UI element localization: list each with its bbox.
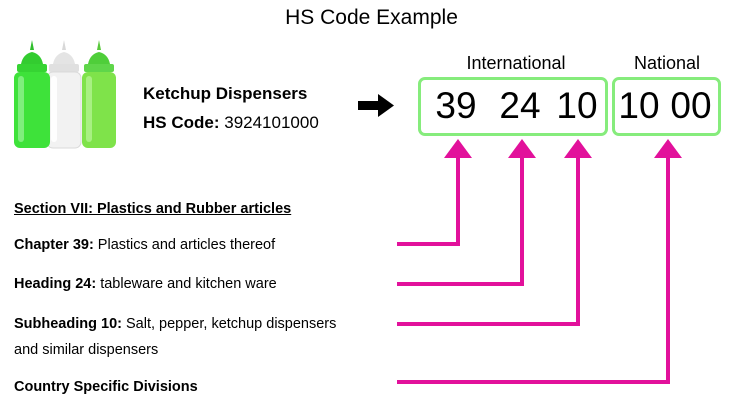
- arrowhead-chapter: [444, 139, 472, 158]
- code-subheading-digits: 10: [556, 85, 598, 126]
- connector-heading: [397, 156, 524, 286]
- chapter-text: Plastics and articles thereof: [93, 237, 276, 253]
- hs-code-label: HS Code:: [143, 113, 220, 132]
- code-heading-digits: 24: [499, 85, 541, 126]
- product-name: Ketchup Dispensers: [143, 84, 308, 103]
- subheading-description-continued: and similar dispensers: [14, 342, 159, 358]
- heading-text: tableware and kitchen ware: [96, 276, 277, 292]
- page-title: HS Code Example: [285, 6, 458, 29]
- connector-country: [397, 156, 670, 384]
- arrowhead-country: [654, 139, 682, 158]
- code-national-digits-1: 10: [618, 85, 660, 126]
- code-chapter-digits: 39: [435, 85, 477, 126]
- subheading-text: Salt, pepper, ketchup dispensers: [121, 316, 337, 332]
- chapter-description: Chapter 39: Plastics and articles thereo…: [14, 237, 275, 253]
- country-divisions-label: Country Specific Divisions: [14, 379, 198, 395]
- national-label: National: [633, 53, 701, 73]
- code-national-digits-2: 00: [670, 85, 712, 126]
- national-code-box: [612, 77, 721, 136]
- arrowhead-heading: [508, 139, 536, 158]
- section-heading: Section VII: Plastics and Rubber article…: [14, 201, 292, 217]
- green-bottle: [14, 40, 50, 148]
- connector-subheading: [397, 156, 580, 326]
- subheading-label: Subheading 10:: [14, 316, 122, 332]
- lime-bottle: [82, 40, 116, 148]
- international-label: International: [466, 53, 566, 73]
- international-code-box: [418, 77, 608, 136]
- white-bottle: [46, 40, 82, 149]
- right-arrow-icon: [358, 94, 394, 117]
- hs-code-line: HS Code: 3924101000: [143, 113, 319, 133]
- heading-label: Heading 24:: [14, 276, 97, 292]
- subheading-description: Subheading 10: Salt, pepper, ketchup dis…: [14, 316, 336, 332]
- connector-lines: [397, 156, 670, 384]
- connector-chapter: [397, 156, 460, 246]
- connector-arrowheads: [444, 139, 682, 158]
- heading-description: Heading 24: tableware and kitchen ware: [14, 276, 277, 292]
- hs-code-value: 3924101000: [224, 113, 319, 132]
- arrowhead-subheading: [564, 139, 592, 158]
- chapter-label: Chapter 39:: [14, 237, 94, 253]
